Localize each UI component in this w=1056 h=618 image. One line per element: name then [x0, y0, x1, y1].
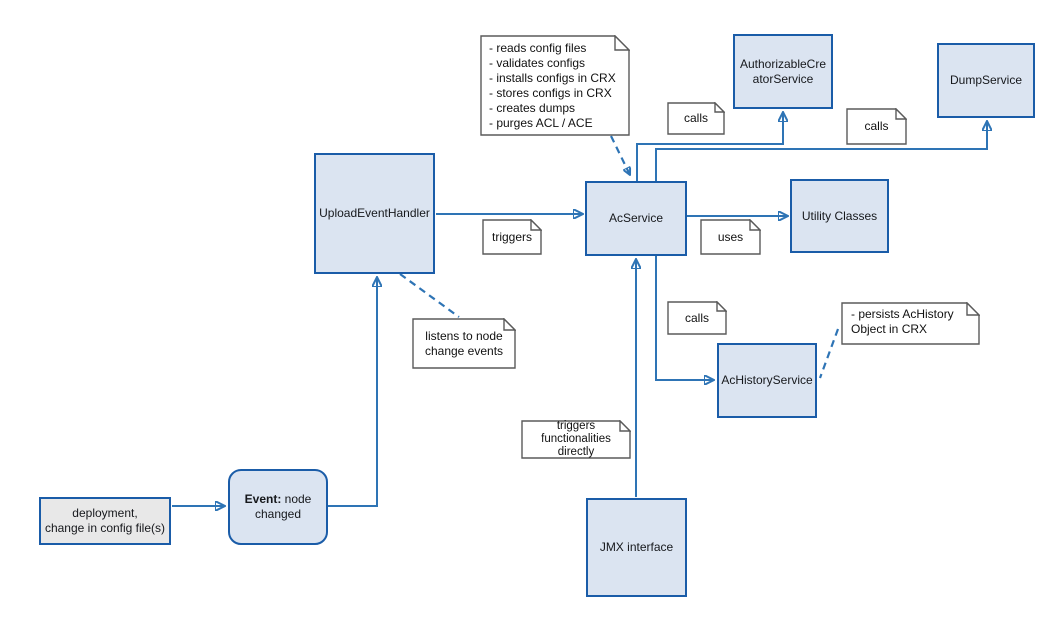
- note-shape: [846, 108, 907, 145]
- note-jmx-triggers-text: triggers functionalities directly: [541, 420, 611, 458]
- box-authorizable-creator-service-label: AuthorizableCre atorService: [739, 56, 827, 86]
- note-triggers: triggers: [482, 219, 542, 255]
- note-ac-service-features: - reads config files - validates configs…: [480, 35, 630, 136]
- note-uses-text: uses: [717, 229, 744, 244]
- note-shape: [667, 301, 727, 335]
- note-calls-dump: calls: [846, 108, 907, 145]
- note-triggers-text: triggers: [491, 229, 532, 244]
- note-shape: [412, 318, 516, 369]
- box-authorizable-creator-service: AuthorizableCre atorService: [733, 34, 833, 109]
- box-dump-service: DumpService: [937, 43, 1035, 118]
- box-deployment-label: deployment, change in config file(s): [44, 506, 166, 535]
- box-dump-service-label: DumpService: [949, 73, 1023, 87]
- note-calls-authorizable-text: calls: [683, 111, 708, 125]
- note-shape: [700, 219, 761, 255]
- box-upload-event-handler: UploadEventHandler: [314, 153, 435, 274]
- event-label-rest: node changed: [254, 492, 312, 521]
- box-utility-classes-label: Utility Classes: [801, 208, 878, 223]
- note-calls-authorizable: calls: [667, 102, 725, 135]
- note-listens: listens to node change events: [412, 318, 516, 369]
- note-shape: [841, 302, 980, 345]
- note-persists: - persists AcHistory Object in CRX: [841, 302, 980, 345]
- note-shape: [480, 35, 630, 136]
- box-ac-history-service: AcHistoryService: [717, 343, 817, 418]
- connector-acservice-to-achistory: [655, 256, 714, 380]
- event-label-bold: Event:: [244, 492, 282, 506]
- note-persists-text: - persists AcHistory Object in CRX: [851, 307, 954, 336]
- connector-acservice-to-dumpservice: [655, 121, 987, 181]
- box-event-node-changed-label: Event: node changed: [240, 492, 316, 522]
- note-jmx-triggers: triggers functionalities directly: [521, 420, 631, 459]
- note-ac-service-features-text: - reads config files - validates configs…: [489, 41, 616, 130]
- box-ac-service: AcService: [585, 181, 687, 256]
- note-shape: [482, 219, 542, 255]
- dashed-link-persistsnote-to-achistory: [818, 328, 840, 379]
- box-event-node-changed: Event: node changed: [228, 469, 328, 545]
- dashed-link-upload-to-listensnote: [399, 273, 460, 318]
- box-upload-event-handler-label: UploadEventHandler: [319, 206, 430, 220]
- dashed-link-featuresnote-to-acservice: [610, 135, 630, 175]
- connector-acservice-to-authorizablecreator: [636, 112, 783, 181]
- box-utility-classes: Utility Classes: [790, 179, 889, 253]
- box-jmx-interface-label: JMX interface: [599, 540, 674, 554]
- note-calls-history-text: calls: [684, 310, 709, 325]
- box-ac-service-label: AcService: [608, 211, 664, 225]
- note-calls-history: calls: [667, 301, 727, 335]
- note-shape: [667, 102, 725, 135]
- note-shape: [521, 420, 631, 459]
- box-jmx-interface: JMX interface: [586, 498, 687, 597]
- note-listens-text: listens to node change events: [424, 328, 504, 358]
- connector-event-to-upload: [328, 277, 377, 507]
- box-deployment: deployment, change in config file(s): [39, 497, 171, 545]
- note-uses: uses: [700, 219, 761, 255]
- note-calls-dump-text: calls: [864, 119, 889, 133]
- box-ac-history-service-label: AcHistoryService: [721, 373, 813, 387]
